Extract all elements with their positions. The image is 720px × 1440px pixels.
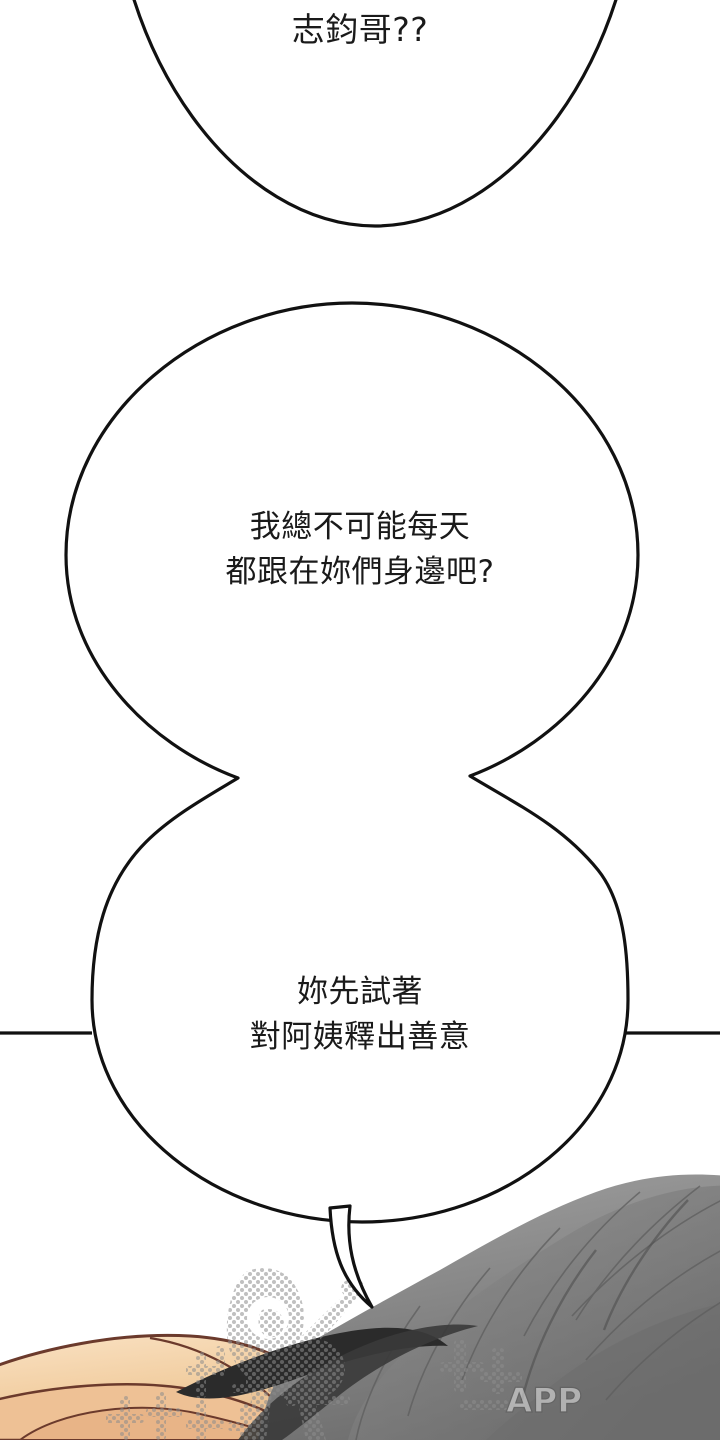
watermark-app-label: APP [506,1381,582,1421]
bubble-2-text: 我總不可能每天 都跟在妳們身邊吧? [225,509,495,590]
watermark-group: APP [106,1268,583,1440]
gray-hair-shape [176,1174,720,1440]
watermark-glyphs [106,1340,522,1440]
bubble-3-text: 妳先試著 對阿姨釋出善意 [249,974,471,1055]
speech-bubble-1 [132,0,618,228]
mascot-logo-icon [226,1268,365,1440]
speech-bubble-2-3 [64,301,640,1309]
bubble-1-text: 志鈞哥?? [291,10,429,49]
